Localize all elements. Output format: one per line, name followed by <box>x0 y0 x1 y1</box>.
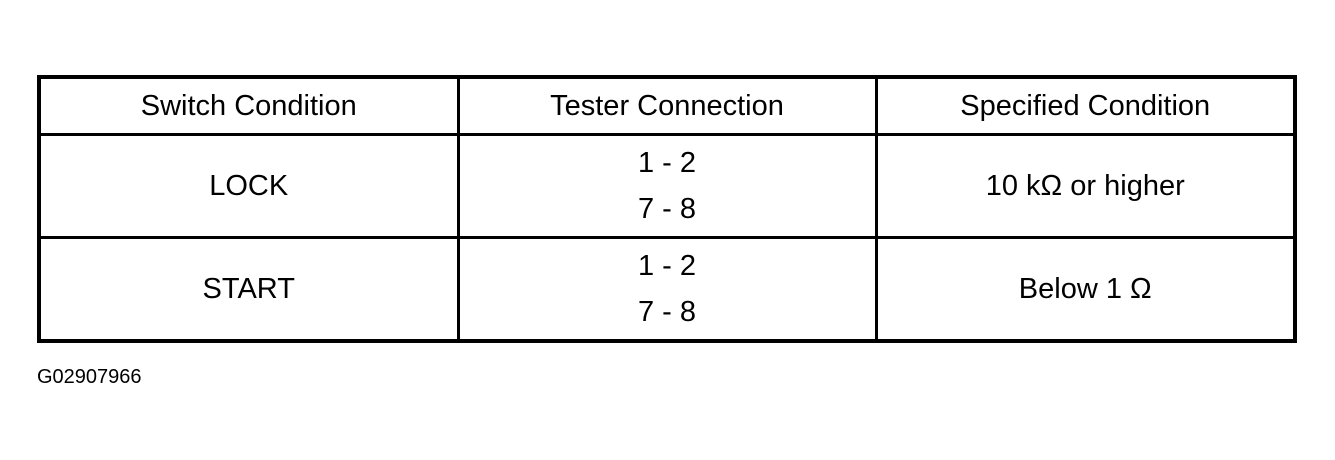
specification-table: Switch Condition Tester Connection Speci… <box>37 75 1297 343</box>
tester-connection-line: 1 - 2 <box>637 250 697 282</box>
cell-switch-condition: START <box>37 236 460 343</box>
cell-tester-connection: 1 - 2 7 - 8 <box>456 236 878 343</box>
cell-specified-condition: 10 kΩ or higher <box>874 133 1297 239</box>
table-header-row: Switch Condition Tester Connection Speci… <box>37 75 1297 136</box>
tester-connection-line: 1 - 2 <box>637 147 697 179</box>
table-row: LOCK 1 - 2 7 - 8 10 kΩ or higher <box>37 133 1297 239</box>
tester-connection-line: 7 - 8 <box>637 193 697 225</box>
cell-switch-condition: LOCK <box>37 133 460 239</box>
tester-connection-line: 7 - 8 <box>637 296 697 328</box>
header-specified-condition: Specified Condition <box>874 75 1297 136</box>
cell-tester-connection: 1 - 2 7 - 8 <box>456 133 878 239</box>
header-tester-connection: Tester Connection <box>456 75 878 136</box>
figure-id-label: G02907966 <box>37 366 142 388</box>
table-row: START 1 - 2 7 - 8 Below 1 Ω <box>37 236 1297 343</box>
header-switch-condition: Switch Condition <box>37 75 460 136</box>
cell-specified-condition: Below 1 Ω <box>874 236 1297 343</box>
